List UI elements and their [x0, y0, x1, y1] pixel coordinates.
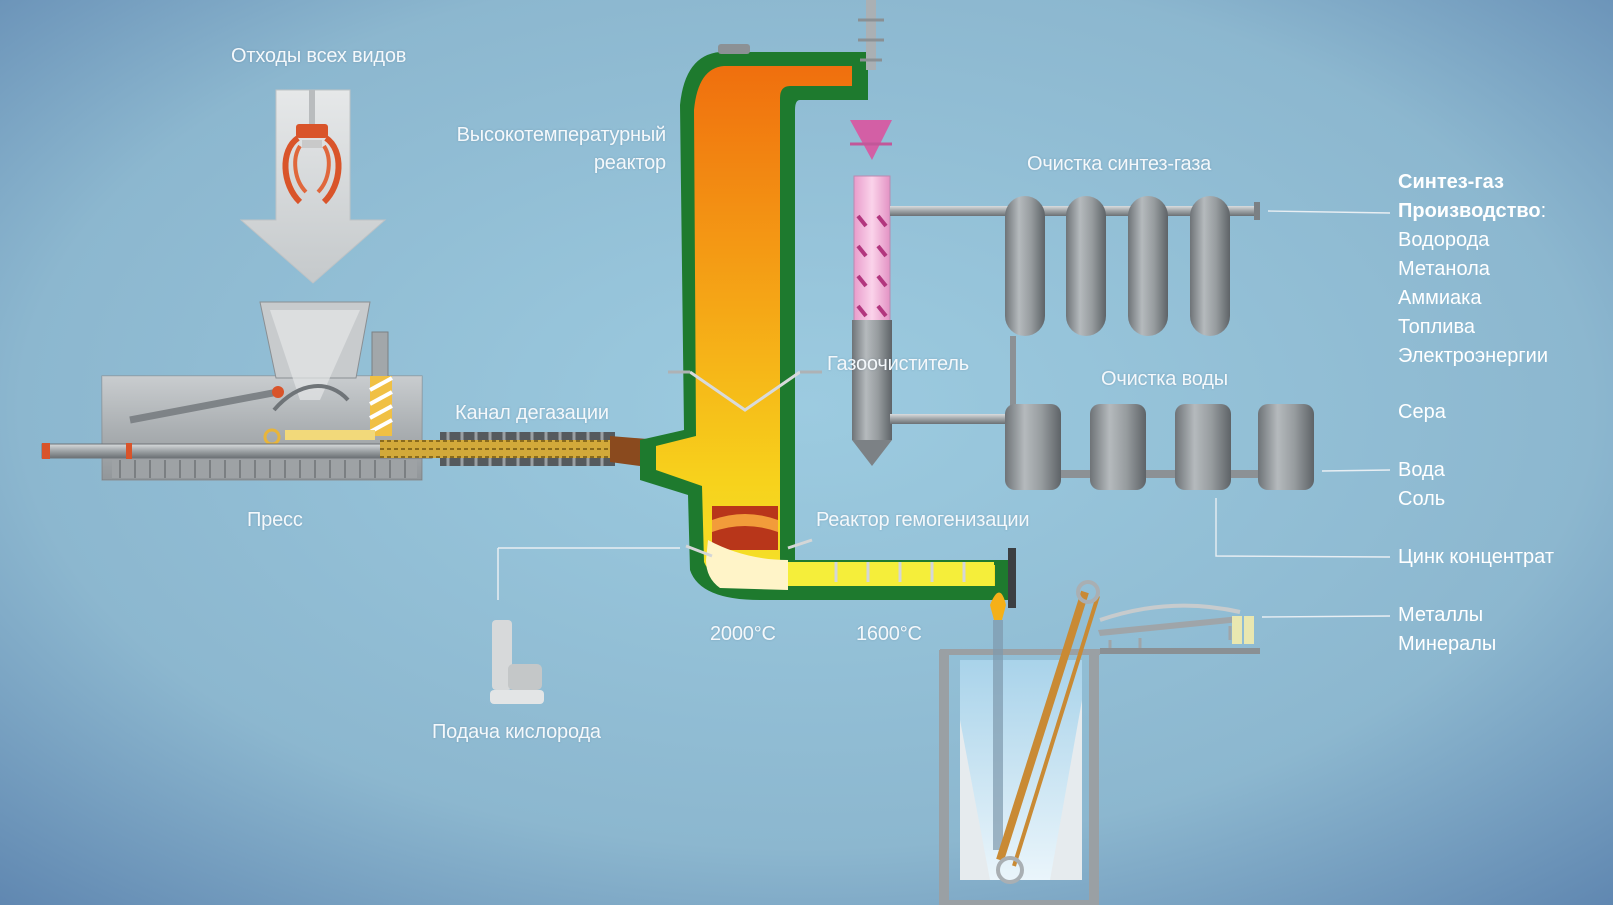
output-production: Производство	[1398, 200, 1541, 222]
gas-cleaner-label: Газоочиститель	[827, 353, 969, 375]
output-methanol: Метанола	[1398, 258, 1490, 280]
output-syngas: Синтез-газ	[1398, 171, 1504, 193]
oxygen-feed-label: Подача кислорода	[432, 721, 601, 743]
slag-conveyor	[996, 580, 1260, 884]
press-label: Пресс	[247, 509, 303, 531]
output-electricity: Электроэнергии	[1398, 345, 1549, 367]
gas-cleaner-column	[852, 175, 892, 466]
output-hydrogen: Водорода	[1398, 229, 1490, 251]
output-salt: Соль	[1398, 488, 1446, 510]
output-production-heading: Производство:	[1398, 197, 1546, 225]
waste-feed-arrow	[239, 89, 387, 284]
output-sulfur: Сера	[1398, 401, 1446, 423]
water-cleaning-tanks	[890, 404, 1314, 490]
temp-1600-label: 1600°C	[856, 623, 922, 645]
output-water: Вода	[1398, 459, 1445, 481]
homogen-reactor-label: Реактор гемогенизации	[816, 509, 1030, 531]
ht-reactor-label-line1: Высокотемпературный	[456, 124, 667, 146]
output-minerals: Минералы	[1398, 633, 1497, 655]
quench-basin	[939, 592, 1100, 905]
syngas-cleaning-tanks	[890, 196, 1260, 416]
output-fuel: Топлива	[1398, 316, 1475, 338]
grab-claw-icon	[282, 90, 342, 205]
syngas-cleaning-label: Очистка синтез-газа	[1027, 153, 1212, 175]
output-ammonia: Аммиака	[1398, 287, 1482, 309]
water-cleaning-label: Очистка воды	[1101, 368, 1228, 390]
output-metals: Металлы	[1398, 604, 1484, 626]
output-production-colon: :	[1540, 200, 1547, 222]
oxygen-feed-unit	[490, 547, 680, 704]
waste-label: Отходы всех видов	[231, 45, 407, 67]
leader-lines	[1215, 210, 1391, 618]
high-temperature-reactor	[640, 44, 1016, 608]
ht-reactor-label-line2: реактор	[593, 152, 666, 174]
output-zinc: Цинк концентрат	[1398, 546, 1554, 568]
press-machine	[41, 301, 433, 481]
temp-2000-label: 2000°C	[710, 623, 776, 645]
degas-channel-label: Канал дегазации	[455, 402, 609, 424]
top-stack	[850, 0, 892, 160]
